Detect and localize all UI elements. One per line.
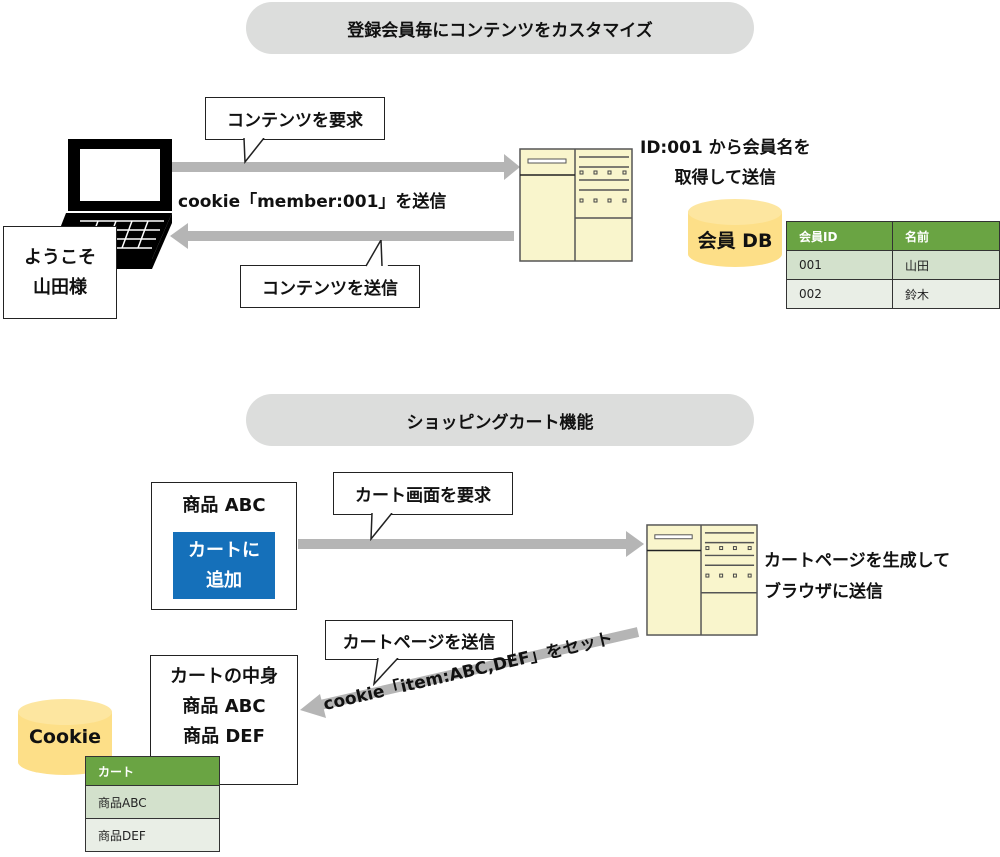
cart-request-arrow-shaft [298, 539, 628, 549]
callout-tail [370, 513, 393, 541]
callout-tail [365, 240, 388, 267]
table-cell: 商品DEF [85, 818, 220, 852]
server-note-line-2: 取得して送信 [674, 168, 777, 188]
cart-contents-box: カートの中身 商品 ABC 商品 DEF [150, 655, 298, 785]
table-header-row: 会員ID 名前 [786, 221, 1000, 251]
callout-send-content: コンテンツを送信 [240, 265, 420, 308]
callout-request-content: コンテンツを要求 [205, 97, 385, 140]
server-note-cart: カートページを生成して ブラウザに送信 [764, 546, 950, 608]
member-db-cylinder-icon [688, 199, 782, 267]
cart-table: カート 商品ABC 商品DEF [85, 756, 220, 852]
table-header: 会員ID [786, 221, 893, 251]
section-title-shopping-cart: ショッピングカート機能 [246, 394, 754, 446]
table-row: 002 鈴木 [786, 279, 1000, 309]
table-cell: 山田 [892, 250, 1000, 280]
callout-text: カートページを送信 [342, 632, 496, 653]
table-header-row: カート [85, 756, 220, 786]
server-note-line-2: ブラウザに送信 [764, 582, 883, 602]
table-row: 商品DEF [85, 818, 220, 852]
request-arrow-shaft [172, 162, 508, 172]
table-row: 001 山田 [786, 250, 1000, 280]
server-note-line-1: カートページを生成して [764, 551, 951, 571]
server-note-line-1: ID:001 から会員名を [640, 138, 811, 158]
callout-tail [243, 138, 265, 164]
callout-send-cart-page: カートページを送信 [325, 620, 513, 660]
button-line-2: 追加 [206, 569, 242, 591]
request-arrow-head [504, 154, 520, 180]
section-title-member-customize: 登録会員毎にコンテンツをカスタマイズ [246, 2, 754, 54]
callout-request-cart: カート画面を要求 [333, 472, 513, 515]
web-server-icon [646, 524, 758, 636]
table-cell: 鈴木 [892, 279, 1000, 309]
section-title-text: ショッピングカート機能 [406, 412, 594, 433]
table-cell: 商品ABC [85, 785, 220, 819]
callout-text: コンテンツを送信 [262, 279, 398, 299]
table-row: 商品ABC [85, 785, 220, 819]
add-to-cart-button[interactable]: カートに 追加 [173, 532, 275, 599]
member-db-label: 会員 DB [697, 230, 773, 252]
web-server-icon [519, 148, 633, 262]
welcome-message-box: ようこそ 山田様 [3, 226, 117, 319]
response-arrow-shaft [186, 231, 514, 241]
callout-text: カート画面を要求 [355, 486, 491, 506]
callout-text: コンテンツを要求 [227, 111, 363, 131]
product-title: 商品 ABC [182, 495, 266, 516]
cookie-storage-label: Cookie [28, 726, 102, 748]
table-header: カート [85, 756, 220, 786]
welcome-line-1: ようこそ [24, 246, 96, 268]
welcome-line-2: 山田様 [33, 276, 87, 298]
response-arrow-head [170, 223, 188, 249]
button-line-1: カートに [188, 539, 260, 561]
cart-request-arrow-head [626, 531, 644, 557]
section-title-text: 登録会員毎にコンテンツをカスタマイズ [347, 20, 653, 41]
table-cell: 001 [786, 250, 893, 280]
cart-contents-title: カートの中身 [170, 666, 278, 687]
cart-response-arrow [300, 627, 640, 718]
cart-contents-item: 商品 ABC [182, 696, 266, 717]
table-header: 名前 [892, 221, 1000, 251]
server-note-member: ID:001 から会員名を 取得して送信 [640, 133, 811, 193]
callout-tail [372, 658, 399, 686]
member-table: 会員ID 名前 001 山田 002 鈴木 [786, 221, 1000, 309]
table-cell: 002 [786, 279, 893, 309]
cart-contents-item: 商品 DEF [183, 726, 265, 747]
cookie-member-label: cookie「member:001」を送信 [178, 192, 447, 212]
